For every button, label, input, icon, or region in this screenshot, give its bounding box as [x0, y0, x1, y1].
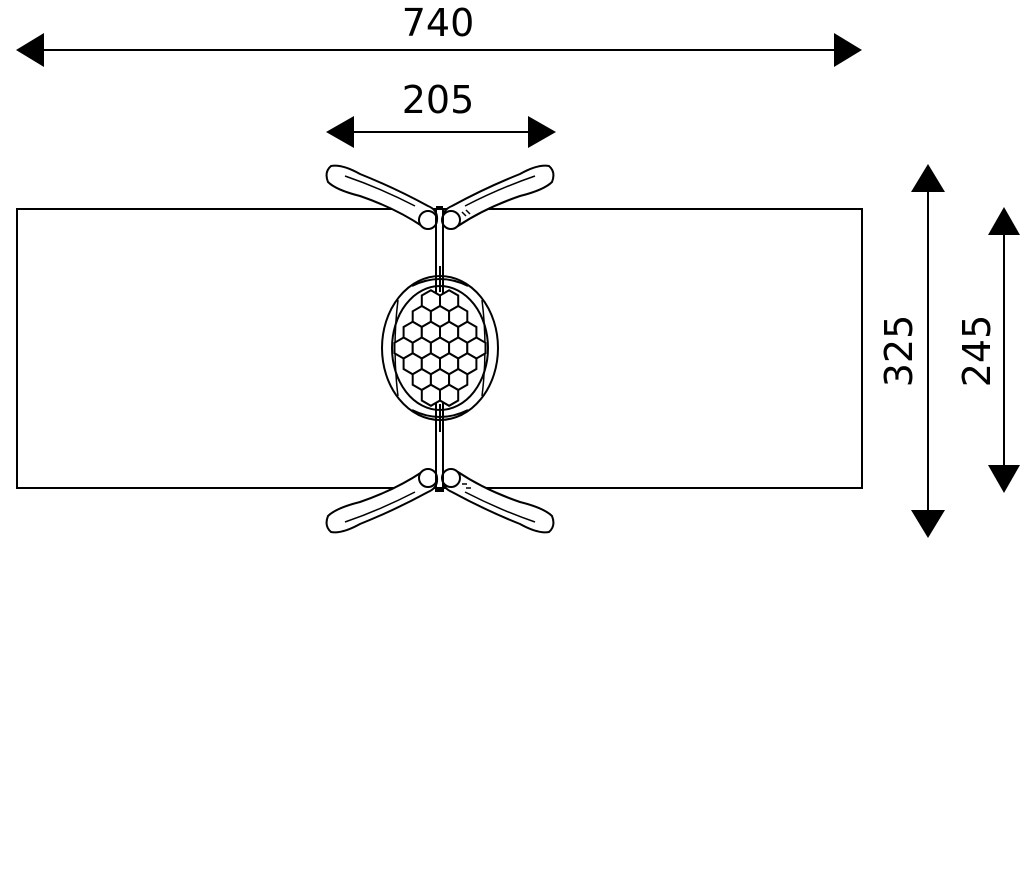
nest-swing-net: [393, 289, 487, 407]
bottom-left-joint: [418, 468, 438, 488]
frame-depth-arrow-bottom: [988, 465, 1020, 493]
frame-depth-label: 245: [955, 315, 999, 388]
net-hexagon: [439, 383, 460, 407]
overall-width-arrow-left: [16, 33, 44, 67]
swing-width-label: 205: [402, 78, 475, 122]
swing-width-dimension: 205: [326, 78, 556, 148]
overall-depth-arrow-bottom: [911, 510, 945, 538]
net-hexagon: [420, 383, 441, 407]
overall-depth-arrow-top: [911, 164, 945, 192]
top-left-joint: [418, 210, 438, 230]
swing-width-arrow-right: [528, 116, 556, 148]
frame-depth-dimension: 245: [955, 207, 1020, 493]
overall-width-label: 740: [402, 1, 475, 45]
swing-width-arrow-left: [326, 116, 354, 148]
overall-depth-dimension: 325: [877, 164, 945, 538]
frame-depth-arrow-top: [988, 207, 1020, 235]
top-right-joint: [441, 210, 461, 230]
overall-width-dimension: 740: [16, 1, 862, 67]
bottom-right-joint: [441, 468, 461, 488]
nest-swing-seat: [381, 266, 499, 432]
overall-depth-label: 325: [877, 315, 921, 388]
overall-width-arrow-right: [834, 33, 862, 67]
